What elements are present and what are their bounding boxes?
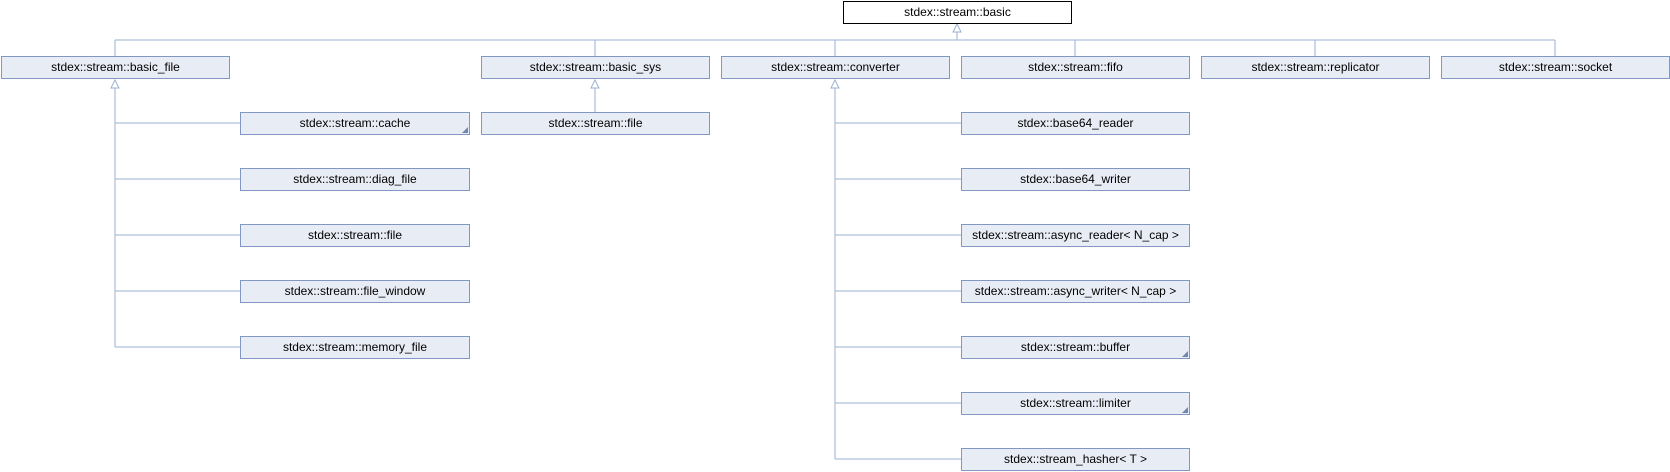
node-cache[interactable]: stdex::stream::cache <box>240 112 470 135</box>
node-label: stdex::stream_hasher< T > <box>1004 452 1147 466</box>
node-label: stdex::stream::async_writer< N_cap > <box>974 284 1177 298</box>
node-converter[interactable]: stdex::stream::converter <box>721 56 950 79</box>
inheritance-arrowhead <box>110 78 120 89</box>
node-file-window[interactable]: stdex::stream::file_window <box>240 280 470 303</box>
inheritance-arrowhead <box>952 22 962 33</box>
node-label: stdex::stream::basic_file <box>51 60 180 74</box>
node-label: stdex::stream::limiter <box>1020 396 1131 410</box>
node-file[interactable]: stdex::stream::file <box>240 224 470 247</box>
node-sys-file[interactable]: stdex::stream::file <box>481 112 710 135</box>
inheritance-arrowhead <box>590 78 600 89</box>
more-derived-marker <box>1182 351 1188 357</box>
node-label: stdex::stream::buffer <box>1020 340 1131 354</box>
node-base64-writer[interactable]: stdex::base64_writer <box>961 168 1190 191</box>
node-label: stdex::stream::converter <box>771 60 900 74</box>
more-derived-marker <box>462 127 468 133</box>
node-socket[interactable]: stdex::stream::socket <box>1441 56 1670 79</box>
node-label: stdex::stream::file_window <box>284 284 426 298</box>
node-label: stdex::stream::basic <box>904 5 1011 19</box>
node-label: stdex::stream::async_reader< N_cap > <box>972 228 1179 242</box>
node-buffer[interactable]: stdex::stream::buffer <box>961 336 1190 359</box>
node-label: stdex::stream::socket <box>1498 60 1613 74</box>
node-label: stdex::stream::file <box>307 228 403 242</box>
node-label: stdex::base64_writer <box>1020 172 1131 186</box>
node-label: stdex::stream::cache <box>299 116 411 130</box>
node-label: stdex::stream::fifo <box>1028 60 1123 74</box>
node-label: stdex::base64_reader <box>1017 116 1134 130</box>
node-replicator[interactable]: stdex::stream::replicator <box>1201 56 1430 79</box>
node-async-writer[interactable]: stdex::stream::async_writer< N_cap > <box>961 280 1190 303</box>
node-label: stdex::stream::memory_file <box>282 340 428 354</box>
node-base64-reader[interactable]: stdex::base64_reader <box>961 112 1190 135</box>
node-label: stdex::stream::file <box>548 116 643 130</box>
node-limiter[interactable]: stdex::stream::limiter <box>961 392 1190 415</box>
node-stream-hasher[interactable]: stdex::stream_hasher< T > <box>961 448 1190 471</box>
node-label: stdex::stream::diag_file <box>293 172 417 186</box>
inheritance-arrowhead <box>830 78 840 89</box>
node-fifo[interactable]: stdex::stream::fifo <box>961 56 1190 79</box>
node-label: stdex::stream::replicator <box>1251 60 1380 74</box>
node-basic-file[interactable]: stdex::stream::basic_file <box>1 56 230 79</box>
node-label: stdex::stream::basic_sys <box>529 60 662 74</box>
node-memory-file[interactable]: stdex::stream::memory_file <box>240 336 470 359</box>
node-async-reader[interactable]: stdex::stream::async_reader< N_cap > <box>961 224 1190 247</box>
node-diag-file[interactable]: stdex::stream::diag_file <box>240 168 470 191</box>
more-derived-marker <box>1182 407 1188 413</box>
node-basic-sys[interactable]: stdex::stream::basic_sys <box>481 56 710 79</box>
node-stream-basic[interactable]: stdex::stream::basic <box>843 1 1072 24</box>
